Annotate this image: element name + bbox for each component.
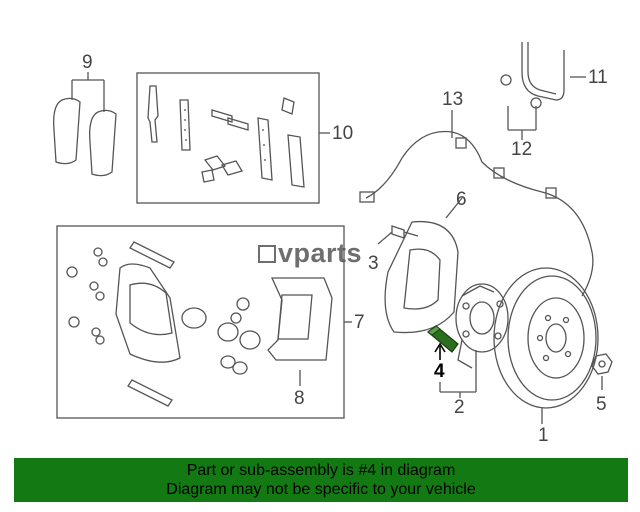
wheel-stud-highlighted[interactable] [427, 325, 459, 360]
callout-4[interactable]: 4 [434, 361, 445, 382]
brake-hose [500, 42, 586, 140]
callout-12: 12 [511, 139, 533, 160]
callout-10: 10 [332, 123, 354, 144]
callout-7: 7 [354, 312, 365, 333]
callout-11: 11 [588, 67, 608, 88]
pad-kit-box [136, 72, 320, 204]
callout-5: 5 [596, 394, 607, 415]
callout-6: 6 [456, 189, 467, 210]
callout-9: 9 [82, 52, 93, 73]
caliper-parts [66, 241, 333, 407]
abs-sensor-wire [359, 110, 594, 297]
callout-8: 8 [294, 388, 305, 409]
watermark-text: vparts [278, 238, 363, 268]
brake-pads [53, 72, 117, 177]
wheel-hub [439, 283, 509, 398]
banner-line-2: Diagram may not be specific to your vehi… [166, 481, 476, 498]
hub-nut [591, 353, 613, 390]
callout-1: 1 [538, 425, 549, 446]
callout-3: 3 [368, 253, 379, 274]
banner-line-1: Part or sub-assembly is #4 in diagram [186, 462, 456, 479]
dust-shield [377, 197, 463, 334]
info-banner: Part or sub-assembly is #4 in diagram Di… [14, 458, 628, 502]
pad-clips-group [147, 85, 305, 188]
brake-rotor [493, 267, 599, 424]
logo-mark-icon [258, 245, 276, 263]
callout-13: 13 [442, 89, 464, 110]
callout-2: 2 [454, 397, 465, 418]
watermark-logo: vparts [258, 240, 362, 267]
